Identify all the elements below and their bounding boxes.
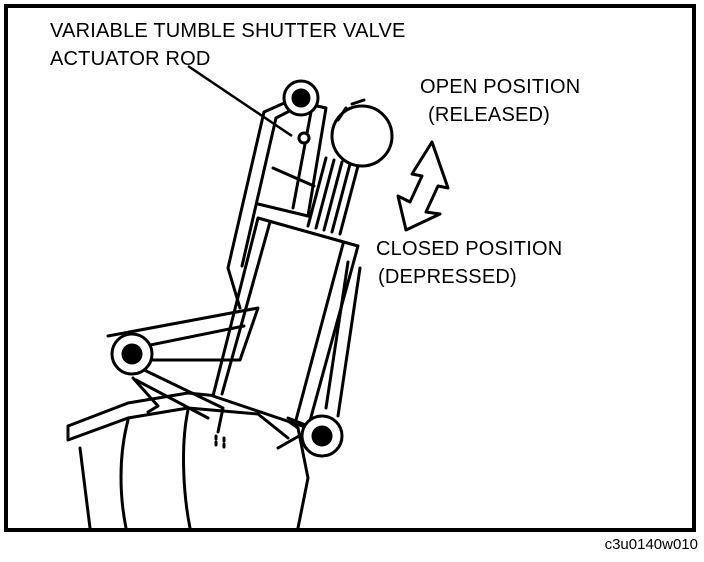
actuator-illustration (66, 79, 450, 528)
label-closed-line2: (DEPRESSED) (378, 266, 517, 288)
label-open-line1: OPEN POSITION (420, 76, 581, 98)
label-open-line2: (RELEASED) (428, 104, 551, 126)
double-arrow-icon (396, 140, 450, 232)
housing-flange (66, 406, 290, 442)
label-closed-line1: CLOSED POSITION (376, 238, 563, 260)
label-actuator-line1: VARIABLE TUMBLE SHUTTER VALVE (50, 20, 406, 42)
figure-code: c3u0140w010 (604, 536, 698, 553)
lower-linkage-right (324, 260, 350, 410)
diagram-frame: VARIABLE TUMBLE SHUTTER VALVE ACTUATOR R… (4, 4, 696, 532)
lower-linkage-left (106, 306, 260, 362)
actuator-cap (330, 104, 394, 168)
label-actuator-line2: ACTUATOR ROD (50, 48, 211, 70)
spring-lines (306, 156, 328, 228)
actuator-body (211, 216, 360, 430)
